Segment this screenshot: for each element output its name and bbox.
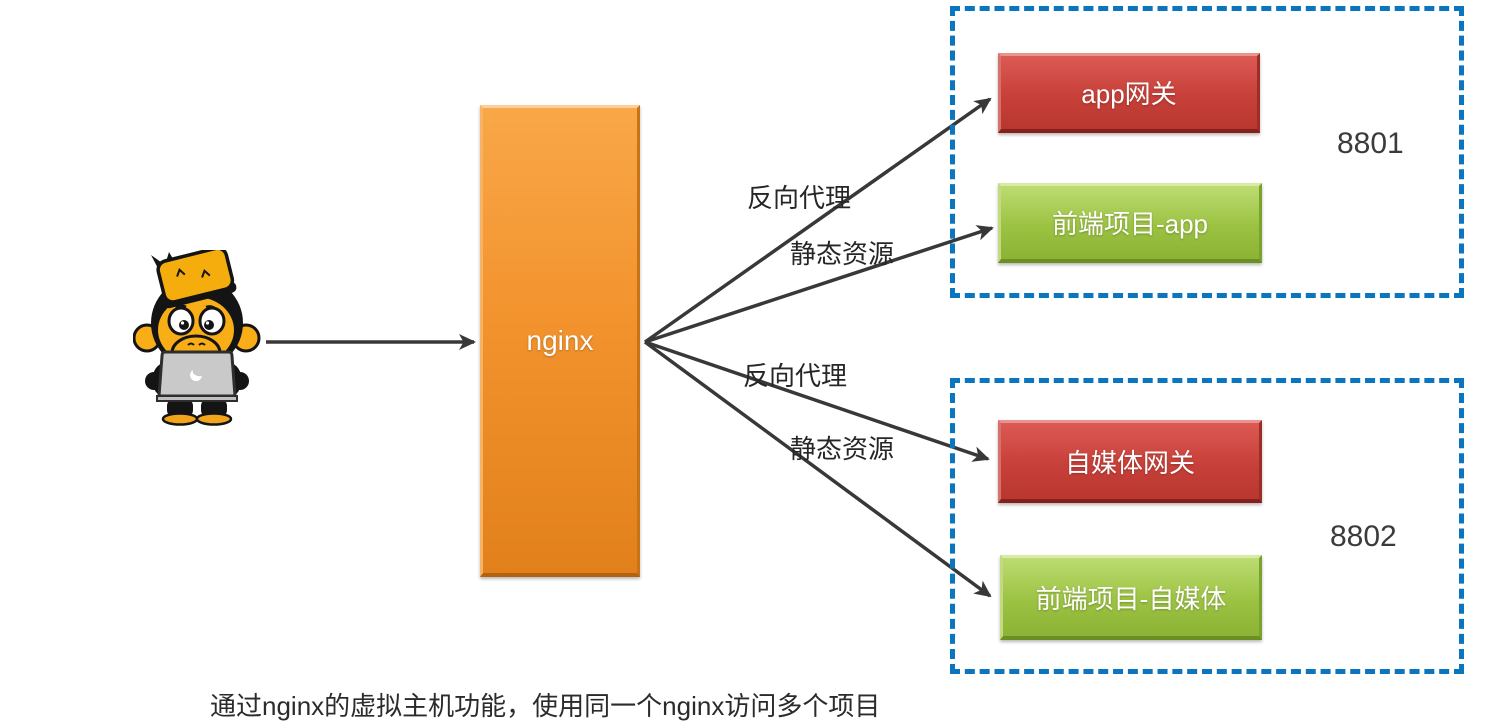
- frontend-media-node: 前端项目-自媒体: [1000, 555, 1262, 640]
- arrow-nginx-to-app-gateway: [643, 97, 992, 344]
- group-8802-container: [950, 378, 1464, 674]
- reverse-proxy-label-top: 反向代理: [747, 183, 852, 213]
- reverse-proxy-label-bottom: 反向代理: [743, 361, 848, 391]
- mascot-cap-top-icon: [156, 250, 235, 304]
- mascot-pupil-right-icon: [204, 320, 214, 330]
- frontend-media-label: 前端项目-自媒体: [1035, 583, 1227, 614]
- static-resource-label-top: 静态资源: [790, 239, 895, 269]
- mascot-shoe-left-icon: [161, 412, 199, 426]
- mascot-brow-right-icon: [205, 305, 217, 311]
- mascot-nostril-icon: [198, 342, 206, 346]
- frontend-app-label: 前端项目-app: [1051, 209, 1209, 239]
- mascot-shoe-right-icon: [195, 412, 233, 426]
- mascot-pupil-left-icon: [179, 320, 189, 330]
- mascot-brow-left-icon: [175, 304, 187, 310]
- mascot-laptop-icon: [157, 350, 237, 398]
- port-8801-label: 8801: [1337, 127, 1404, 160]
- group-8801-container: [950, 6, 1464, 298]
- mascot-cap-mark-icon: [201, 268, 211, 278]
- mascot-eye-glint-icon: [180, 321, 185, 325]
- mascot-eye-glint-icon: [205, 321, 210, 325]
- diagram-caption: 通过nginx的虚拟主机功能，使用同一个nginx访问多个项目: [210, 691, 881, 721]
- nginx-node-label: nginx: [526, 324, 594, 356]
- nginx-node: nginx: [480, 105, 640, 577]
- mascot-laptop-base-icon: [156, 395, 238, 402]
- app-gateway-node: app网关: [998, 53, 1260, 133]
- static-resource-label-bottom: 静态资源: [790, 434, 895, 464]
- media-gateway-node: 自媒体网关: [998, 420, 1262, 503]
- media-gateway-label: 自媒体网关: [1064, 447, 1195, 478]
- app-gateway-label: app网关: [1081, 79, 1177, 109]
- mascot-cap-icon: [156, 250, 237, 309]
- mascot-nostril-icon: [187, 342, 195, 346]
- port-8802-label: 8802: [1330, 520, 1397, 553]
- frontend-app-node: 前端项目-app: [998, 183, 1262, 263]
- monkey-mascot-icon: [133, 250, 261, 426]
- mascot-cap-mark-icon: [176, 267, 186, 277]
- mascot-laptop-logo-icon: [190, 370, 202, 382]
